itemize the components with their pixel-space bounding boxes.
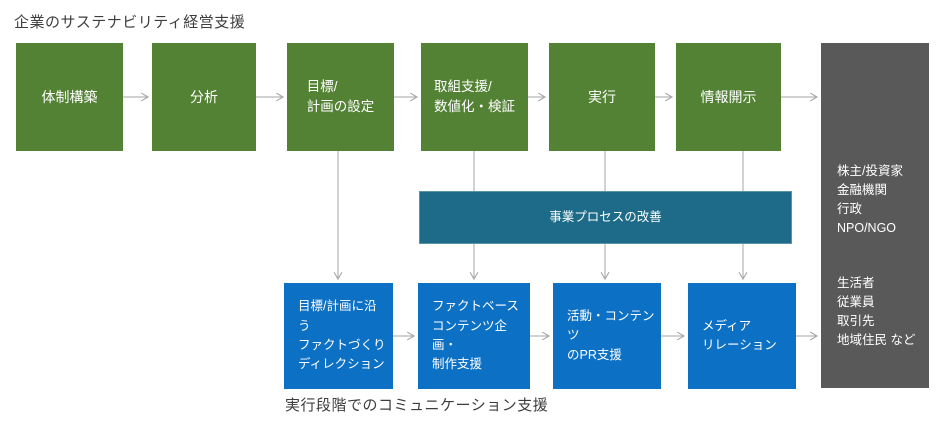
support-label: 目標/計画に沿う ファクトづくり ディレクション xyxy=(298,299,386,372)
step-label: 情報開示 xyxy=(700,88,757,105)
footer-caption: 実行段階でのコミュニケーション支援 xyxy=(285,397,549,414)
support-label: ファクトベース コンテンツ企画・ 制作支援 xyxy=(432,299,519,372)
support-box-media-relations: メディア リレーション xyxy=(688,283,796,389)
step-label: 体制構築 xyxy=(41,88,98,105)
support-box-fact-direction: 目標/計画に沿う ファクトづくり ディレクション xyxy=(284,283,393,389)
step-label: 実行 xyxy=(588,88,616,105)
step-box-execution: 実行 xyxy=(549,43,655,151)
support-box-content-planning: ファクトベース コンテンツ企画・ 制作支援 xyxy=(418,283,530,389)
process-improvement-box: 事業プロセスの改善 xyxy=(419,191,792,244)
step-label: 目標/ 計画の設定 xyxy=(306,79,375,114)
step-box-analysis: 分析 xyxy=(152,43,256,151)
process-improvement-label: 事業プロセスの改善 xyxy=(549,209,662,224)
stakeholders-box: 株主/投資家 金融機関 行政 NPO/NGO 生活者 従業員 取引先 地域住民 … xyxy=(821,43,929,388)
step-box-initiative-support: 取組支援/ 数値化・検証 xyxy=(421,43,528,151)
step-label: 取組支援/ 数値化・検証 xyxy=(434,79,515,114)
support-label: 活動・コンテンツ のPR支援 xyxy=(567,308,655,362)
support-label: メディア リレーション xyxy=(702,318,777,352)
step-box-goal-planning: 目標/ 計画の設定 xyxy=(287,43,394,151)
stakeholder-group-community: 生活者 従業員 取引先 地域住民 など xyxy=(837,276,916,347)
step-label: 分析 xyxy=(190,88,218,105)
diagram-title: 企業のサステナビリティ経営支援 xyxy=(14,14,246,31)
step-box-system-building: 体制構築 xyxy=(16,43,123,151)
support-box-pr-support: 活動・コンテンツ のPR支援 xyxy=(553,283,661,389)
stakeholder-group-financial: 株主/投資家 金融機関 行政 NPO/NGO xyxy=(837,164,903,235)
step-box-information-disclosure: 情報開示 xyxy=(676,43,781,151)
